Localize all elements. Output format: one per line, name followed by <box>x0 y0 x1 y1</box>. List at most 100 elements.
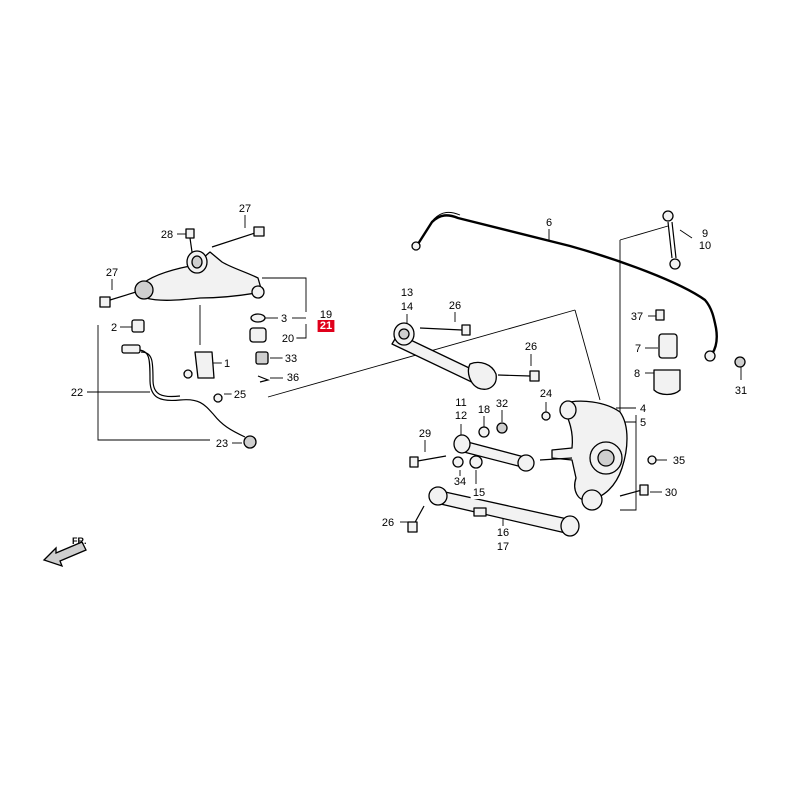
callout-17: 17 <box>494 541 512 553</box>
callout-26: 26 <box>446 300 464 312</box>
callout-label: 4 <box>640 403 646 415</box>
callout-label: 26 <box>525 341 537 353</box>
callout-label: 11 <box>455 397 466 409</box>
callout-label: 26 <box>449 300 461 312</box>
bushing-parts <box>249 313 270 383</box>
callout-27: 27 <box>236 203 254 215</box>
callout-32: 32 <box>493 398 511 410</box>
stabilizer-bushing <box>653 309 746 396</box>
callout-label: 26 <box>382 517 394 529</box>
knuckle-bolts <box>619 455 657 497</box>
callout-18: 18 <box>475 404 493 416</box>
callout-label: 30 <box>665 487 677 499</box>
callout-label: 27 <box>106 267 118 279</box>
bracket-1 <box>183 351 215 379</box>
callout-label: 5 <box>640 417 646 429</box>
front-direction-label: FR. <box>72 536 87 546</box>
rear-knuckle <box>541 400 628 511</box>
callout-label: 6 <box>546 217 552 229</box>
callout-9: 9 <box>699 228 711 240</box>
callout-label: 25 <box>234 389 246 401</box>
callout-label: 1 <box>224 358 230 370</box>
callout-label: 10 <box>699 240 711 252</box>
callout-label: 16 <box>497 527 509 539</box>
callout-8: 8 <box>631 368 643 380</box>
callout-label: 13 <box>401 287 413 299</box>
callout-label: 27 <box>239 203 251 215</box>
callout-label: 31 <box>735 385 747 397</box>
callout-1: 1 <box>221 358 233 370</box>
callout-23: 23 <box>213 438 231 450</box>
arm-bolt-left <box>99 291 137 308</box>
callout-26: 26 <box>379 517 397 529</box>
callout-label: 3 <box>281 313 287 325</box>
callout-21: 21 <box>317 320 335 332</box>
stabilizer-link <box>662 210 681 270</box>
callout-16: 16 <box>494 527 512 539</box>
callout-label: 29 <box>419 428 431 440</box>
callout-label: 15 <box>473 487 485 499</box>
callout-label: 19 <box>320 309 332 321</box>
upper-control-arm <box>134 250 265 301</box>
callout-13: 13 <box>398 287 416 299</box>
callout-label: 32 <box>496 398 508 410</box>
upper-rear-link <box>391 322 540 390</box>
lower-link-16-17 <box>407 486 580 537</box>
stabilizer-bar <box>411 211 718 362</box>
arm-nut-28 <box>185 228 195 253</box>
callout-label: 24 <box>540 388 552 400</box>
callout-label: 20 <box>282 333 294 345</box>
callout-2: 2 <box>108 322 120 334</box>
callout-7: 7 <box>632 343 644 355</box>
callout-36: 36 <box>284 372 302 384</box>
callout-26: 26 <box>522 341 540 353</box>
callout-33: 33 <box>282 353 300 365</box>
callout-label: 18 <box>478 404 490 416</box>
callout-label: 14 <box>401 301 413 313</box>
leader-lines <box>87 214 742 526</box>
callout-24: 24 <box>537 388 555 400</box>
callout-14: 14 <box>398 301 416 313</box>
callout-37: 37 <box>628 311 646 323</box>
callout-4: 4 <box>637 403 649 415</box>
callout-29: 29 <box>416 428 434 440</box>
callout-3: 3 <box>278 313 290 325</box>
sensor-cable <box>121 319 257 449</box>
callout-label: 33 <box>285 353 297 365</box>
callout-22: 22 <box>68 387 86 399</box>
callout-label: 36 <box>287 372 299 384</box>
callout-11: 11 <box>452 397 470 409</box>
callout-label: 12 <box>455 410 467 422</box>
callout-27: 27 <box>103 267 121 279</box>
arm-bolt-top <box>211 226 265 248</box>
callout-label: 21 <box>320 320 332 332</box>
callout-19: 19 <box>317 309 335 321</box>
callout-20: 20 <box>279 333 297 345</box>
callout-label: 23 <box>216 438 228 450</box>
callout-15: 15 <box>470 487 488 499</box>
front-direction-arrow-icon <box>42 541 87 568</box>
callout-10: 10 <box>696 240 714 252</box>
callout-5: 5 <box>637 417 649 429</box>
callout-25: 25 <box>231 389 249 401</box>
callout-28: 28 <box>158 229 176 241</box>
callout-label: 2 <box>111 322 117 334</box>
callout-12: 12 <box>452 410 470 422</box>
callout-31: 31 <box>732 385 750 397</box>
callout-6: 6 <box>543 217 555 229</box>
callout-label: 34 <box>454 476 466 488</box>
callout-35: 35 <box>670 455 688 467</box>
callout-label: 7 <box>635 343 641 355</box>
callout-label: 9 <box>702 228 708 240</box>
callout-label: 17 <box>497 541 509 553</box>
lower-arm-11-12 <box>409 422 573 472</box>
callout-30: 30 <box>662 487 680 499</box>
callout-label: 8 <box>634 368 640 380</box>
callout-label: 37 <box>631 311 643 323</box>
callout-label: 35 <box>673 455 685 467</box>
callout-label: 22 <box>71 387 83 399</box>
callout-34: 34 <box>451 476 469 488</box>
